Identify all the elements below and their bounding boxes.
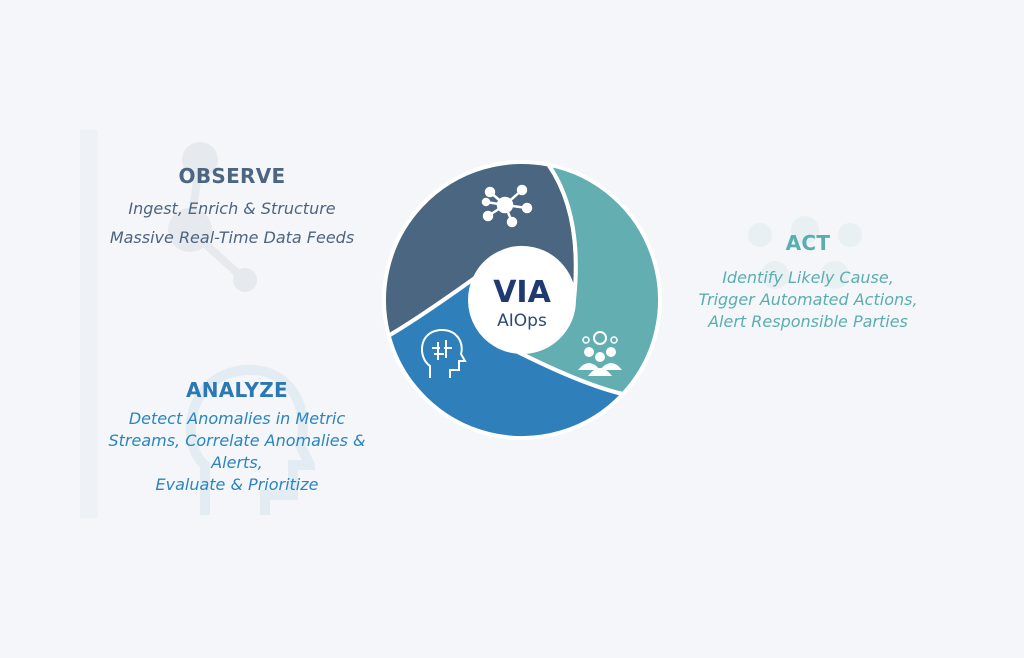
brand-label: VIA: [493, 275, 551, 310]
center-circle: [470, 248, 574, 352]
background-panel: [80, 130, 98, 518]
analyze-stage: ANALYZE Detect Anomalies in Metric Strea…: [92, 378, 382, 496]
observe-title: OBSERVE: [178, 164, 286, 188]
product-label: AIOps: [497, 311, 547, 331]
network-watermark-icon: [168, 142, 257, 292]
analyze-line: Detect Anomalies in Metric: [128, 409, 346, 428]
act-line: Alert Responsible Parties: [708, 312, 908, 331]
analyze-line: Evaluate & Prioritize: [155, 475, 319, 494]
analyze-title: ANALYZE: [185, 378, 289, 402]
observe-line: Ingest, Enrich & Structure: [128, 199, 336, 218]
aiops-cycle-wheel: VIA AIOps: [382, 160, 662, 440]
network-icon: [481, 184, 533, 228]
act-line: Trigger Automated Actions,: [698, 290, 918, 309]
head-watermark-icon: [185, 364, 315, 515]
analyze-line: Alerts,: [211, 453, 263, 472]
act-title: ACT: [785, 231, 831, 255]
observe-line: Massive Real-Time Data Feeds: [109, 228, 355, 247]
act-line: Identify Likely Cause,: [722, 268, 894, 287]
ai-head-icon: [421, 328, 467, 378]
people-watermark-icon: [748, 216, 862, 289]
act-stage: ACT Identify Likely Cause, Trigger Autom…: [680, 231, 936, 333]
observe-stage: OBSERVE Ingest, Enrich & Structure Massi…: [92, 164, 372, 252]
analyze-line: Streams, Correlate Anomalies &: [108, 431, 366, 450]
team-icon: [578, 331, 622, 376]
